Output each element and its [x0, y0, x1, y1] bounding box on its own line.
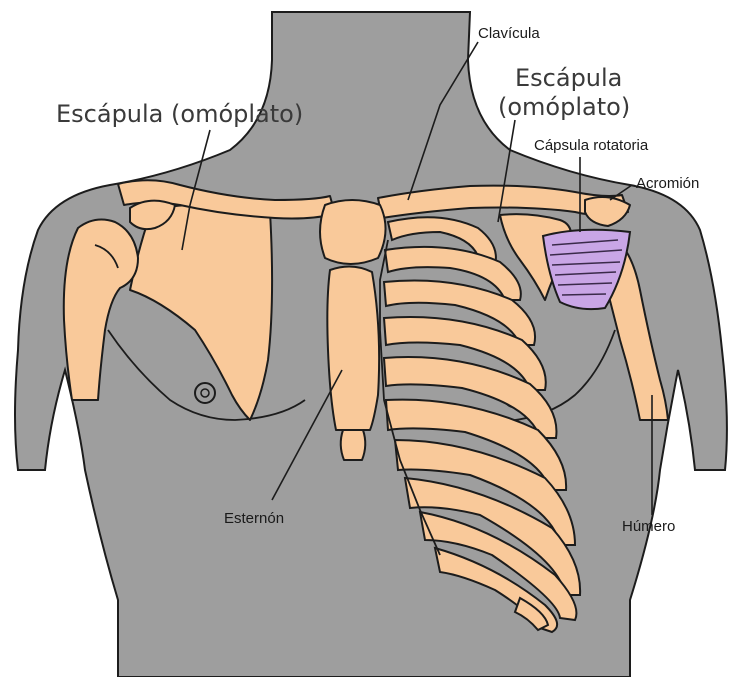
label-escapula-right-line2: (omóplato) — [498, 93, 630, 121]
sternum-xiphoid — [341, 430, 366, 460]
left-nipple — [195, 383, 215, 403]
label-esternon: Esternón — [224, 510, 284, 527]
sternum-manubrium — [320, 200, 386, 264]
label-escapula-right-line1: Escápula — [515, 64, 622, 92]
sternum-body — [327, 266, 379, 430]
label-capsula-rotatoria: Cápsula rotatoria — [534, 137, 649, 154]
label-acromion: Acromión — [636, 175, 699, 192]
label-clavicula: Clavícula — [478, 25, 540, 42]
label-humero: Húmero — [622, 518, 675, 535]
label-escapula-left: Escápula (omóplato) — [56, 100, 303, 128]
